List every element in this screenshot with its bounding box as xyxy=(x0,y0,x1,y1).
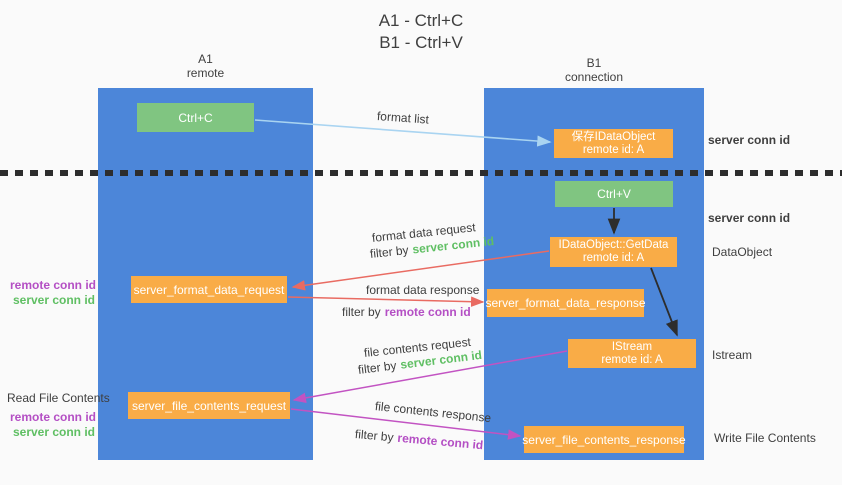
filter-by-text: filter by xyxy=(357,358,398,377)
side-label-istream: Istream xyxy=(712,348,753,362)
bottom-server-conn-id: server conn id xyxy=(12,425,95,439)
node-save-idataobject-line2: remote id: A xyxy=(582,143,645,156)
bottom-remote-conn-id: remote conn id xyxy=(10,410,97,424)
node-server-format-data-request: server_format_data_request xyxy=(131,276,287,303)
dashed-separator-line xyxy=(0,170,842,176)
remote-conn-id-text: remote conn id xyxy=(396,430,484,453)
side-label-server-conn-id-top: server conn id xyxy=(708,133,791,147)
bottom-left-conn-id-pair: remote conn id server conn id xyxy=(10,410,97,440)
left-conn-id-pair: remote conn id server conn id xyxy=(10,278,97,308)
left-remote-conn-id: remote conn id xyxy=(10,278,97,292)
lane-a-role: remote xyxy=(186,66,225,80)
filter-by-text: filter by xyxy=(354,427,395,445)
node-istream-line2: remote id: A xyxy=(601,353,663,366)
node-idataobject-getdata: IDataObject::GetData remote id: A xyxy=(550,237,677,267)
lane-b-header: B1 connection xyxy=(484,56,704,84)
side-label-write-file-contents: Write File Contents xyxy=(714,431,816,445)
node-ctrl-v-label: Ctrl+V xyxy=(597,187,631,201)
filter-by-text: filter by xyxy=(342,305,381,319)
diagram-title: A1 - Ctrl+C B1 - Ctrl+V xyxy=(0,10,842,54)
node-ctrl-v: Ctrl+V xyxy=(555,181,673,207)
node-file-response-label: server_file_contents_response xyxy=(522,432,686,447)
side-label-server-conn-id-mid: server conn id xyxy=(708,211,791,225)
side-label-dataobject: DataObject xyxy=(712,245,773,259)
node-getdata-line2: remote id: A xyxy=(582,252,645,264)
node-save-idataobject: 保存IDataObject remote id: A xyxy=(554,129,673,158)
node-server-format-data-response: server_format_data_response xyxy=(485,289,646,317)
title-line-2: B1 - Ctrl+V xyxy=(379,33,463,52)
label-format-list: format list xyxy=(376,109,430,127)
lane-a-header: A1 remote xyxy=(98,52,313,80)
lane-b-role: connection xyxy=(564,70,624,84)
side-label-read-file-contents: Read File Contents xyxy=(7,391,110,405)
node-file-request-label: server_file_contents_request xyxy=(131,398,287,413)
left-server-conn-id: server conn id xyxy=(12,293,95,307)
node-istream: IStream remote id: A xyxy=(568,339,696,368)
label-file-contents-response: file contents response xyxy=(374,399,492,426)
arrow-format-data-response xyxy=(287,296,485,307)
title-line-1: A1 - Ctrl+C xyxy=(378,11,464,30)
node-ctrl-c-label: Ctrl+C xyxy=(178,110,213,125)
node-save-idataobject-line1: 保存IDataObject xyxy=(571,130,656,143)
node-server-file-contents-response: server_file_contents_response xyxy=(522,426,686,453)
label-format-data-response: format data response xyxy=(366,283,480,297)
remote-conn-id-text: remote conn id xyxy=(384,305,471,319)
node-server-file-contents-request: server_file_contents_request xyxy=(128,392,290,419)
node-format-response-label: server_format_data_response xyxy=(485,296,646,310)
node-istream-line1: IStream xyxy=(611,340,653,353)
node-getdata-line1: IDataObject::GetData xyxy=(558,239,669,251)
lane-b-name: B1 xyxy=(586,56,602,70)
filter-by-text: filter by xyxy=(369,242,410,261)
node-ctrl-c: Ctrl+C xyxy=(137,103,254,132)
lane-a-name: A1 xyxy=(198,52,213,66)
node-format-request-label: server_format_data_request xyxy=(133,282,285,297)
